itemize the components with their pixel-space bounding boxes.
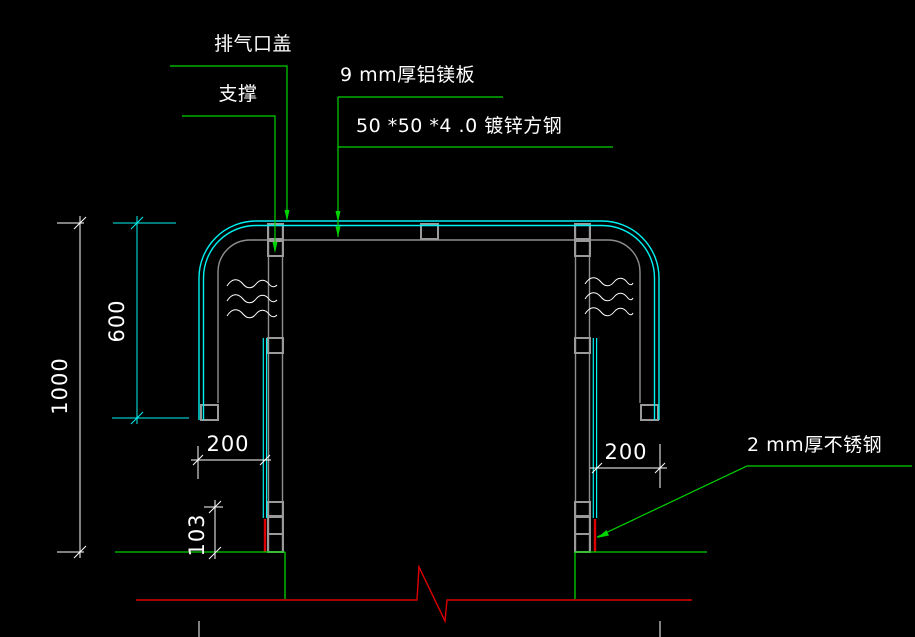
dim-600: 600 <box>105 299 129 342</box>
break-marks <box>226 277 634 319</box>
frame-connector-blocks <box>200 223 659 553</box>
roof-panel-outer-line <box>198 220 660 420</box>
leader-stainless <box>596 465 912 538</box>
dim-103: 103 <box>185 513 209 556</box>
annotation-texts: 排气口盖 支撑 9 mm厚铝镁板 50 *50 *4 .0 镀锌方钢 2 mm厚… <box>48 33 882 557</box>
label-stainless: 2 mm厚不锈钢 <box>747 434 882 456</box>
leader-arrowheads <box>272 210 609 538</box>
dim-600-lines <box>112 216 189 425</box>
dim-200-left-lines <box>191 446 271 479</box>
dim-1000-lines <box>57 216 87 559</box>
dim-200-right: 200 <box>604 440 647 464</box>
dim-103-lines <box>204 500 223 560</box>
roof-panel-outline <box>198 220 660 420</box>
frame-top-chord <box>217 239 641 403</box>
dim-1000: 1000 <box>48 357 72 414</box>
label-square-steel: 50 *50 *4 .0 镀锌方钢 <box>356 115 562 137</box>
dim-200-right-lines <box>590 444 667 488</box>
label-vent-cover: 排气口盖 <box>214 33 292 55</box>
right-panel-end-block <box>640 404 659 421</box>
label-support: 支撑 <box>218 83 257 105</box>
skirt-panels <box>262 338 598 518</box>
dim-200-left: 200 <box>206 432 249 456</box>
center-block <box>420 223 439 240</box>
leader-vent-cover <box>170 65 288 219</box>
label-al-mg-panel: 9 mm厚铝镁板 <box>340 64 475 86</box>
leader-lines <box>170 65 912 538</box>
leader-support <box>182 115 276 251</box>
base-line-with-break <box>136 564 692 624</box>
roof-panel-inner-line <box>202 224 656 420</box>
base-extension-ticks <box>198 621 661 637</box>
stainless-skirt-segments <box>263 519 597 552</box>
left-panel-end-block <box>200 404 219 421</box>
ground-lines <box>115 551 707 599</box>
